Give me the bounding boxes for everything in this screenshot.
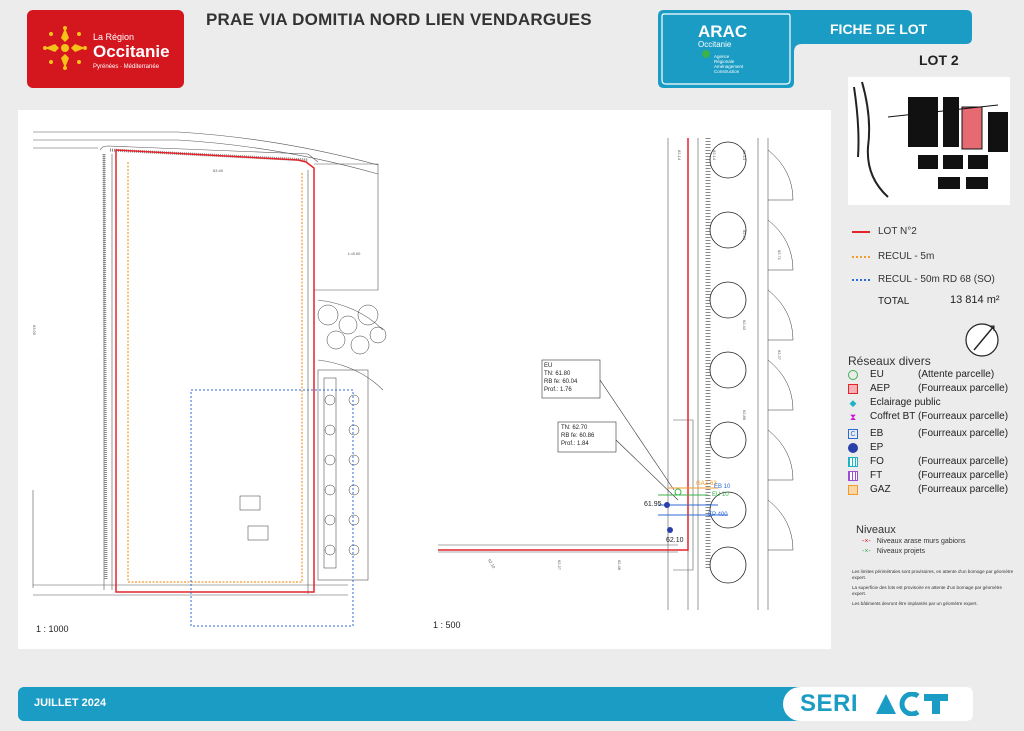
scale-right: 1 : 500: [433, 620, 461, 630]
reseau-row-eu: EU (Attente parcelle): [848, 369, 1018, 383]
footer-bar: JUILLET 2024 SERI: [18, 687, 973, 721]
arac-header-shape: [658, 10, 972, 88]
level-label-2: 62.10: [666, 537, 684, 544]
note: Les limites périmétrales sont provisoire…: [852, 569, 1014, 580]
arac-logo-name: ARAC: [698, 22, 748, 41]
arac-header-block: ARAC Occitanie Agence Régionale Aménagem…: [658, 10, 972, 88]
callout-eu: EU TN: 61.80 RB fe: 60.04 Prof.: 1.76: [544, 363, 578, 393]
note: La superficie des lots est provisoire en…: [852, 585, 1003, 596]
reseau-row-eclairage: ◆ Eclairage public: [849, 397, 941, 408]
region-logo-line1: La Région: [93, 32, 135, 42]
svg-text:62.90: 62.90: [742, 230, 747, 241]
legend-recul-50m: RECUL - 50m RD 68 (SO): [852, 274, 995, 285]
region-logo-line3: Pyrénées · Méditerranée: [93, 64, 160, 70]
scale-left: 1 : 1000: [36, 624, 69, 634]
legend-lot-swatch: [852, 230, 870, 233]
total-label: TOTAL: [878, 296, 910, 307]
legend-recul-5m: RECUL - 5m: [852, 251, 934, 262]
svg-text:62.10: 62.10: [487, 558, 497, 570]
niveaux-title: Niveaux: [856, 524, 896, 536]
reseau-row-aep: AEP (Fourreaux parcelle): [848, 383, 1018, 397]
label-ep: EP 400: [708, 512, 728, 518]
svg-text:63.00: 63.00: [32, 325, 37, 336]
circle-outline-icon: [848, 370, 858, 380]
arac-logo-small: Agence Régionale Aménagement Constructio…: [714, 54, 744, 74]
square-box-icon: [848, 384, 858, 394]
region-logo-line2: Occitanie: [93, 42, 170, 61]
sheet-type-label: FICHE DE LOT: [830, 21, 928, 37]
svg-text:62.14: 62.14: [712, 150, 717, 161]
legend-recul5-swatch: [852, 255, 870, 258]
level-label-1: 61.95: [644, 501, 662, 508]
label-gaz: GAZ 63: [696, 481, 717, 487]
plan-notes: Les limites périmétrales sont provisoire…: [852, 569, 1017, 611]
level-marker-icon: -×-: [862, 548, 871, 555]
level-marker-icon: -×-: [862, 538, 871, 545]
reseau-row-eb: C EB (Fourreaux parcelle): [848, 428, 1018, 442]
reseau-row-fo: FO (Fourreaux parcelle): [848, 456, 1018, 470]
plan-drawing: 62.14 62.14 62.14 62.90 62.43 62.86 62.7…: [32, 131, 794, 627]
bracket-icon: C: [848, 429, 858, 439]
total-value: 13 814 m²: [950, 294, 1000, 306]
reseau-row-ep: EP: [848, 442, 1018, 456]
north-arrow-icon: [965, 323, 999, 357]
arac-logo-sub: Occitanie: [698, 40, 732, 49]
reseau-row-ft: FT (Fourreaux parcelle): [848, 470, 1018, 484]
legend-lot: LOT N°2: [852, 226, 917, 237]
act-logo: [876, 692, 948, 716]
document-title: PRAE VIA DOMITIA NORD LIEN VENDARGUES: [206, 10, 592, 29]
grid-icon: [848, 457, 858, 467]
svg-text:62.86: 62.86: [742, 410, 747, 421]
lamp-icon: ◆: [849, 398, 857, 408]
seri-logo: SERI: [800, 690, 859, 717]
location-thumbnail-map: [848, 77, 1010, 205]
hourglass-icon: ⧗: [849, 412, 857, 422]
niveau-row-gabions: -×- Niveaux arase murs gabions: [862, 538, 966, 545]
occitan-cross-icon: [43, 26, 87, 70]
niveau-row-projets: -×- Niveaux projets: [862, 548, 925, 555]
svg-text:62.43: 62.43: [742, 320, 747, 331]
reseau-row-coffret: ⧗ Coffret BT (Fourreaux parcelle): [849, 411, 1009, 422]
note: Les bâtiments devront être implantés par…: [852, 601, 978, 606]
svg-text:62.48: 62.48: [617, 560, 622, 571]
square-box-icon: [848, 485, 858, 495]
filled-circle-icon: [848, 443, 858, 453]
lot-number: LOT 2: [919, 52, 959, 68]
svg-text:L=8.00: L=8.00: [348, 251, 361, 256]
svg-text:62.14: 62.14: [677, 150, 682, 161]
svg-text:62.37: 62.37: [777, 350, 782, 361]
region-occitanie-logo: La Région Occitanie Pyrénées · Méditerra…: [27, 10, 184, 88]
document-date: JUILLET 2024: [34, 697, 107, 709]
legend-recul50-swatch: [852, 278, 870, 281]
site-plan: 62.14 62.14 62.14 62.90 62.43 62.86 62.7…: [18, 110, 831, 649]
reseaux-title: Réseaux divers: [848, 354, 931, 368]
reseau-row-gaz: GAZ (Fourreaux parcelle): [848, 484, 1018, 498]
svg-text:62.14: 62.14: [742, 150, 747, 161]
callout-tn: TN: 62.70 RB fe: 60.86 Prof.: 1.84: [561, 425, 595, 447]
svg-text:63.40: 63.40: [213, 168, 224, 173]
footer-logo-tab: [783, 687, 973, 721]
grid-icon: [848, 471, 858, 481]
label-eb: EB 10: [714, 484, 731, 490]
svg-text:62.27: 62.27: [557, 560, 562, 571]
label-eu: EU 10: [712, 492, 729, 498]
svg-text:62.71: 62.71: [777, 250, 782, 261]
